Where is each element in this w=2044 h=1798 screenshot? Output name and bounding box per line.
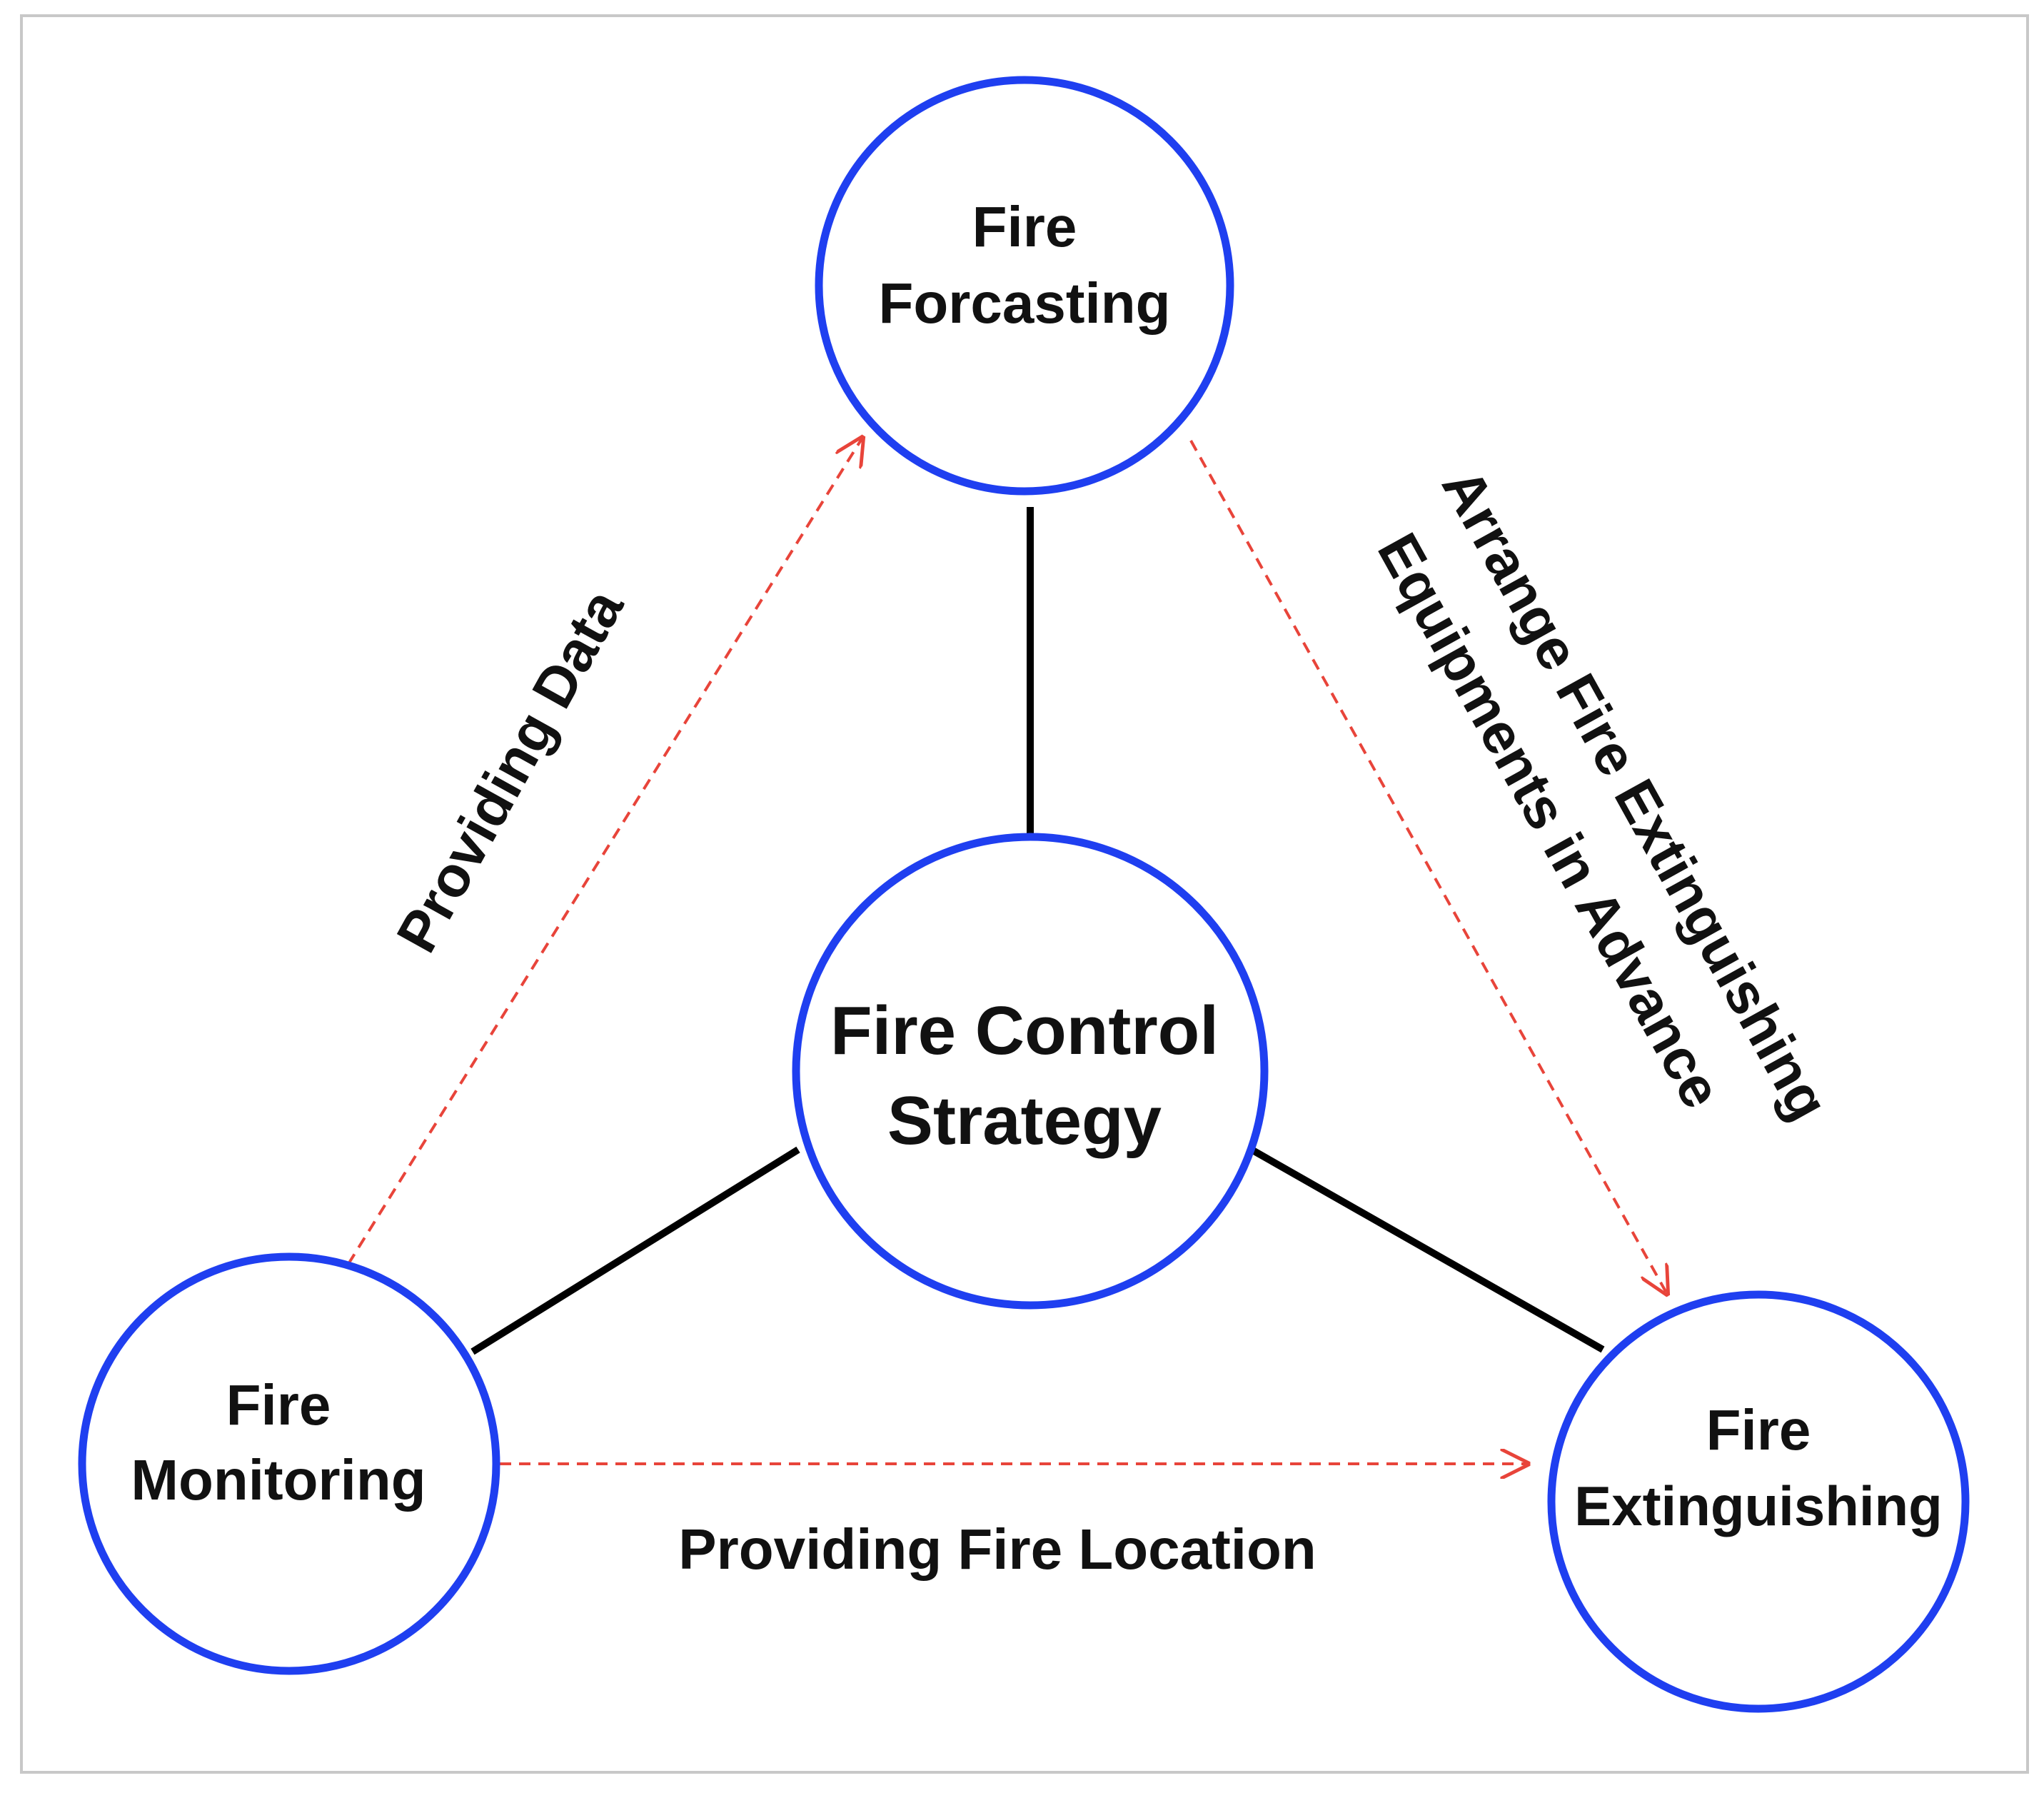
node-extinguishing: Fire Extinguishing — [1547, 1290, 1970, 1713]
node-center: Fire Control Strategy — [792, 833, 1269, 1310]
node-extinguishing-circle — [1547, 1290, 1970, 1713]
node-monitoring-circle — [78, 1252, 500, 1675]
node-center-line2: Strategy — [887, 1083, 1162, 1159]
node-center-line1: Fire Control — [830, 993, 1219, 1069]
node-forecasting-line1: Fire — [972, 195, 1077, 258]
diagram-frame — [20, 14, 2029, 1774]
edge-label-providing-data: Providing Data — [384, 578, 635, 962]
node-monitoring: Fire Monitoring — [78, 1252, 500, 1675]
node-forecasting-circle — [815, 76, 1234, 496]
arrow-forecasting-to-extinguishing — [1189, 440, 1667, 1294]
node-extinguishing-line1: Fire — [1706, 1398, 1811, 1462]
node-forecasting: Fire Forcasting — [815, 76, 1234, 496]
node-monitoring-line1: Fire — [226, 1373, 331, 1437]
node-extinguishing-line2: Extinguishing — [1574, 1475, 1943, 1537]
node-center-circle — [792, 833, 1269, 1310]
link-center-extinguishing — [1249, 1146, 1605, 1353]
node-forecasting-line2: Forcasting — [879, 271, 1171, 335]
node-monitoring-line2: Monitoring — [131, 1448, 426, 1512]
arrow-monitoring-to-forecasting — [347, 438, 862, 1265]
link-center-monitoring — [470, 1146, 800, 1355]
edge-label-providing-location: Providing Fire Location — [678, 1517, 1316, 1581]
